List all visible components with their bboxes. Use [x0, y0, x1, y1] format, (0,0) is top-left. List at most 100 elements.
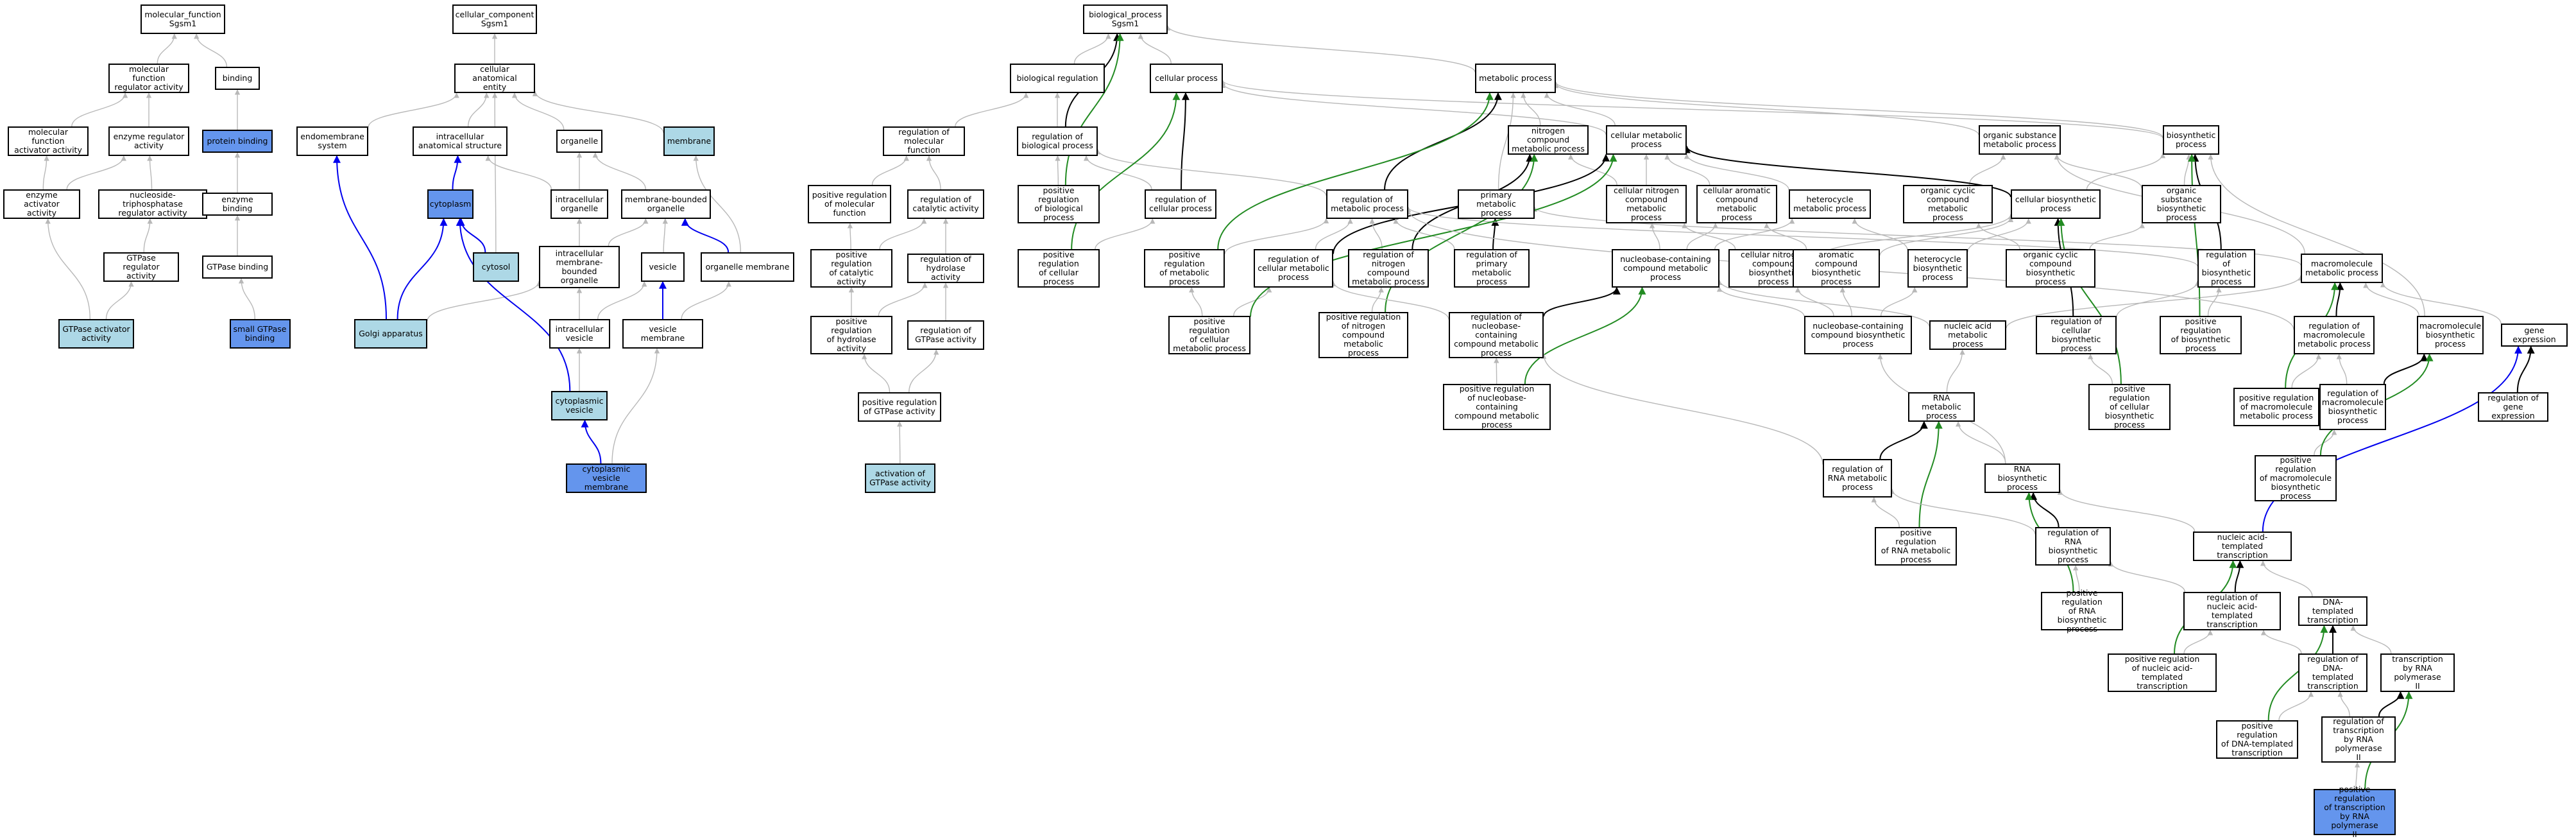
node-rnatt[interactable]: regulation of nucleic acid-templated tra… [2183, 592, 2281, 630]
node-prmbsp[interactable]: positive regulation of macromolecule bio… [2255, 455, 2337, 501]
node-prncmp[interactable]: positive regulation of nitrogen compound… [1318, 312, 1408, 358]
node-iv[interactable]: intracellular vesicle [549, 319, 610, 349]
node-acbp[interactable]: aromatic compound biosynthetic process [1793, 249, 1880, 288]
node-cncmp[interactable]: cellular nitrogen compound metabolic pro… [1606, 185, 1687, 223]
node-io[interactable]: intracellular organelle [550, 189, 608, 219]
node-ntpr[interactable]: nucleoside-triphosphatase regulator acti… [98, 189, 207, 219]
node-prbsp[interactable]: positive regulation of biosynthetic proc… [2160, 316, 2242, 354]
node-pmp[interactable]: primary metabolic process [1458, 189, 1535, 219]
node-cae[interactable]: cellular anatomical entity [454, 64, 535, 93]
node-mfaa[interactable]: molecular function activator activity [8, 126, 89, 156]
node-occmp[interactable]: organic cyclic compound metabolic proces… [1903, 185, 1993, 223]
node-imbo[interactable]: intracellular membrane-bounded organelle [539, 246, 620, 288]
node-breg[interactable]: biological regulation [1010, 64, 1105, 93]
node-prmf[interactable]: positive regulation of molecular functio… [808, 185, 891, 223]
node-cv[interactable]: cytoplasmic vesicle [551, 391, 608, 420]
node-ncmp[interactable]: nitrogen compound metabolic process [1508, 125, 1589, 155]
node-vm[interactable]: vesicle membrane [622, 319, 703, 349]
node-rmmp[interactable]: regulation of macromolecule metabolic pr… [2294, 316, 2375, 354]
node-bp[interactable]: biological_process Sgsm1 [1083, 4, 1168, 34]
node-prdtt[interactable]: positive regulation of DNA-templated tra… [2216, 720, 2298, 759]
node-rdtt[interactable]: regulation of DNA-templated transcriptio… [2298, 653, 2367, 692]
node-cp[interactable]: cellular process [1150, 64, 1223, 93]
node-ems[interactable]: endomembrane system [296, 126, 368, 156]
node-ge[interactable]: gene expression [2501, 324, 2568, 347]
node-eaa[interactable]: enzyme activator activity [3, 189, 80, 219]
node-rnabp[interactable]: RNA biosynthetic process [1984, 463, 2060, 493]
node-prcbp[interactable]: positive regulation of cellular biosynth… [2088, 384, 2171, 430]
node-prrnabp[interactable]: positive regulation of RNA biosynthetic … [2041, 592, 2123, 630]
node-ias[interactable]: intracellular anatomical structure [413, 126, 508, 156]
node-mf[interactable]: molecular_function Sgsm1 [141, 4, 225, 34]
node-prca[interactable]: positive regulation of catalytic activit… [810, 249, 892, 288]
node-mfr[interactable]: molecular function regulator activity [108, 64, 189, 93]
node-rtrp2[interactable]: regulation of transcription by RNA polym… [2321, 716, 2396, 763]
node-mbo[interactable]: membrane-bounded organelle [621, 189, 711, 219]
node-rrnabp[interactable]: regulation of RNA biosynthetic process [2035, 527, 2111, 566]
node-cmp[interactable]: cellular metabolic process [1606, 125, 1687, 155]
node-om[interactable]: organelle membrane [701, 252, 794, 282]
node-mp[interactable]: metabolic process [1475, 64, 1556, 93]
node-nbcmp[interactable]: nucleobase-containing compound metabolic… [1612, 249, 1719, 288]
node-agtpa[interactable]: activation of GTPase activity [865, 463, 935, 493]
node-natt[interactable]: nucleic acid-templated transcription [2193, 532, 2292, 561]
node-eb[interactable]: enzyme binding [202, 193, 273, 216]
node-prcp[interactable]: positive regulation of cellular process [1018, 249, 1100, 288]
node-prrnamp[interactable]: positive regulation of RNA metabolic pro… [1875, 527, 1957, 566]
node-namp[interactable]: nucleic acid metabolic process [1929, 320, 2006, 350]
node-prha[interactable]: positive regulation of hydrolase activit… [810, 316, 892, 354]
node-rge[interactable]: regulation of gene expression [2478, 392, 2548, 422]
node-rmbsp[interactable]: regulation of macromolecule biosynthetic… [2319, 384, 2386, 430]
node-gtpra[interactable]: GTPase regulator activity [103, 252, 179, 282]
node-hbp[interactable]: heterocycle biosynthetic process [1907, 249, 1968, 288]
node-rcp[interactable]: regulation of cellular process [1145, 189, 1216, 219]
node-rcbp[interactable]: regulation of cellular biosynthetic proc… [2036, 316, 2117, 354]
node-vesicle[interactable]: vesicle [641, 252, 685, 282]
node-rnamp[interactable]: RNA metabolic process [1908, 392, 1975, 422]
node-cytoplasm[interactable]: cytoplasm [427, 189, 473, 219]
node-prnbcmp[interactable]: positive regulation of nucleobase-contai… [1443, 384, 1551, 430]
node-cbp[interactable]: cellular biosynthetic process [2011, 189, 2101, 219]
node-rbsp[interactable]: regulation of biosynthetic process [2197, 249, 2255, 288]
node-hmp[interactable]: heterocycle metabolic process [1789, 189, 1871, 219]
node-gtpaa[interactable]: GTPase activator activity [58, 319, 134, 349]
node-rrnamp[interactable]: regulation of RNA metabolic process [1823, 459, 1892, 497]
node-dtt[interactable]: DNA-templated transcription [2298, 596, 2367, 626]
node-pb[interactable]: protein binding [202, 130, 273, 153]
node-rha[interactable]: regulation of hydrolase activity [907, 254, 984, 283]
node-bsp[interactable]: biosynthetic process [2163, 125, 2219, 155]
node-rpmp[interactable]: regulation of primary metabolic process [1454, 249, 1530, 288]
node-osbp[interactable]: organic substance biosynthetic process [2142, 185, 2221, 223]
node-rnbcmp[interactable]: regulation of nucleobase-containing comp… [1449, 312, 1544, 358]
node-organelle[interactable]: organelle [556, 130, 602, 153]
node-prmmp[interactable]: positive regulation of macromolecule met… [2233, 388, 2319, 426]
node-rmp[interactable]: regulation of metabolic process [1326, 189, 1408, 219]
node-prnatt[interactable]: positive regulation of nucleic acid-temp… [2108, 653, 2217, 692]
node-trp2[interactable]: transcription by RNA polymerase II [2380, 653, 2455, 692]
node-rca[interactable]: regulation of catalytic activity [907, 189, 984, 219]
node-cytosol[interactable]: cytosol [473, 252, 519, 282]
node-rncmp[interactable]: regulation of nitrogen compound metaboli… [1348, 249, 1429, 288]
node-rgtpa[interactable]: regulation of GTPase activity [907, 320, 984, 350]
node-cvm[interactable]: cytoplasmic vesicle membrane [566, 463, 647, 493]
node-prbp[interactable]: positive regulation of biological proces… [1018, 185, 1100, 223]
node-era[interactable]: enzyme regulator activity [108, 126, 189, 156]
node-occbp[interactable]: organic cyclic compound biosynthetic pro… [2006, 249, 2095, 288]
node-membrane[interactable]: membrane [663, 126, 715, 156]
node-mmp[interactable]: macromolecule metabolic process [2301, 254, 2383, 283]
node-gtpb[interactable]: GTPase binding [202, 255, 273, 279]
node-osmp[interactable]: organic substance metabolic process [1979, 125, 2061, 155]
node-rcmp[interactable]: regulation of cellular metabolic process [1254, 249, 1333, 288]
node-mbsp[interactable]: macromolecule biosynthetic process [2417, 316, 2484, 354]
node-prmp[interactable]: positive regulation of metabolic process [1144, 249, 1225, 288]
node-cacmp[interactable]: cellular aromatic compound metabolic pro… [1696, 185, 1777, 223]
node-golgi[interactable]: Golgi apparatus [354, 319, 427, 349]
node-rbp[interactable]: regulation of biological process [1017, 126, 1098, 156]
node-prcmp[interactable]: positive regulation of cellular metaboli… [1168, 316, 1250, 354]
node-cc[interactable]: cellular_component Sgsm1 [452, 4, 537, 34]
node-nbcbp[interactable]: nucleobase-containing compound biosynthe… [1804, 316, 1912, 354]
node-rmfn[interactable]: regulation of molecular function [883, 126, 965, 156]
node-prgtpa[interactable]: positive regulation of GTPase activity [858, 392, 941, 422]
node-sgtpb[interactable]: small GTPase binding [230, 319, 291, 349]
node-binding[interactable]: binding [215, 67, 260, 90]
